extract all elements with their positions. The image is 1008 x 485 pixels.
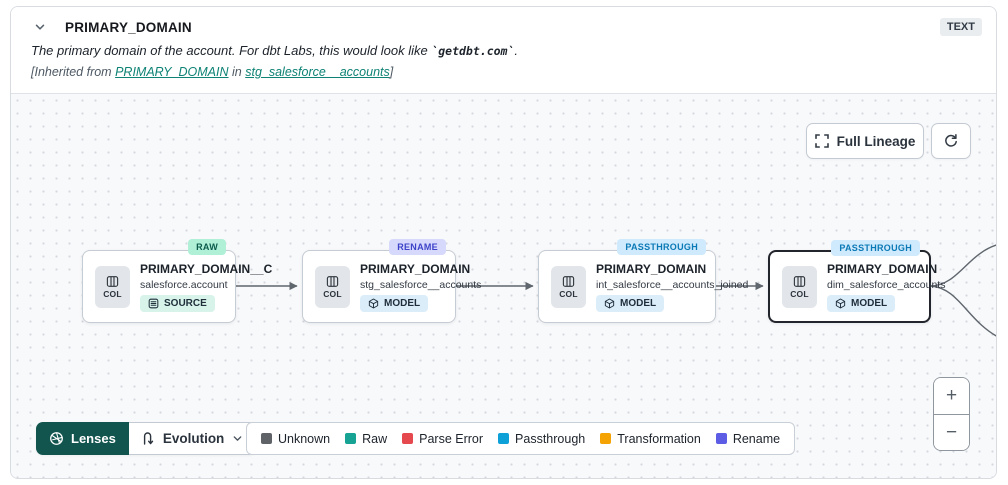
zoom-controls: + − xyxy=(933,377,970,451)
column-type-chip: COL xyxy=(95,265,130,308)
node-tag: RENAME xyxy=(389,239,446,255)
collapse-chevron-icon[interactable] xyxy=(31,18,49,36)
column-header: PRIMARY_DOMAIN TEXT The primary domain o… xyxy=(11,7,996,94)
columns-icon xyxy=(326,275,339,287)
node-title: PRIMARY_DOMAIN xyxy=(596,261,707,276)
lens-dropdown[interactable]: Evolution xyxy=(128,422,257,455)
legend-swatch xyxy=(600,433,612,444)
resource-type-badge: SOURCE xyxy=(140,294,215,312)
node-subtitle: stg_salesforce__accounts xyxy=(360,278,482,291)
legend-item-unknown: Unknown xyxy=(261,432,330,446)
refresh-button[interactable] xyxy=(931,123,971,159)
node-subtitle: dim_salesforce_accounts xyxy=(827,278,946,291)
resource-type-badge: MODEL xyxy=(827,294,896,312)
node-title: PRIMARY_DOMAIN xyxy=(827,261,938,276)
columns-icon xyxy=(793,275,806,287)
lenses-label: Lenses xyxy=(71,431,116,446)
columns-icon xyxy=(106,275,119,287)
chevron-down-icon xyxy=(233,436,242,441)
column-type-chip: COL xyxy=(315,265,350,308)
legend-item-raw: Raw xyxy=(345,432,387,446)
node-title: PRIMARY_DOMAIN xyxy=(360,261,471,276)
legend-swatch xyxy=(402,433,414,444)
column-lineage-panel: PRIMARY_DOMAIN TEXT The primary domain o… xyxy=(10,6,997,479)
column-description: The primary domain of the account. For d… xyxy=(31,43,519,58)
column-type-badge: TEXT xyxy=(939,18,982,36)
lineage-node-dim-salesforce-accounts[interactable]: PASSTHROUGH COL PRIMARY_DOMAIN dim_sales… xyxy=(768,240,945,323)
lenses-button[interactable]: Lenses xyxy=(36,422,129,455)
lineage-canvas[interactable]: Full Lineage RAW COL xyxy=(11,94,996,478)
node-tag: PASSTHROUGH xyxy=(617,239,706,255)
resource-type-badge: MODEL xyxy=(596,294,665,312)
legend-swatch xyxy=(345,433,357,444)
lineage-node-int-salesforce-accounts-joined[interactable]: PASSTHROUGH COL PRIMARY_DOMAIN int_sales… xyxy=(538,239,748,323)
resource-type-badge: MODEL xyxy=(360,294,429,312)
legend-item-rename: Rename xyxy=(715,432,780,446)
inherited-model-link[interactable]: stg_salesforce__accounts xyxy=(245,65,390,79)
model-icon xyxy=(835,298,846,308)
node-subtitle: salesforce.account xyxy=(140,278,228,291)
lens-aperture-icon xyxy=(50,432,63,445)
refresh-icon xyxy=(943,133,959,149)
zoom-in-button[interactable]: + xyxy=(934,378,969,415)
model-icon xyxy=(604,298,615,308)
legend-item-parse-error: Parse Error xyxy=(402,432,483,446)
full-lineage-label: Full Lineage xyxy=(836,133,916,149)
node-tag: RAW xyxy=(188,239,226,255)
zoom-out-button[interactable]: − xyxy=(934,414,969,450)
legend-swatch xyxy=(715,433,727,444)
selected-lens-label: Evolution xyxy=(162,431,225,446)
column-type-chip: COL xyxy=(782,265,817,308)
legend-item-transformation: Transformation xyxy=(600,432,701,446)
source-icon xyxy=(148,298,159,308)
node-title: PRIMARY_DOMAIN__C xyxy=(140,261,273,276)
column-type-chip: COL xyxy=(551,265,586,308)
inherited-column-link[interactable]: PRIMARY_DOMAIN xyxy=(115,65,229,79)
legend-swatch xyxy=(261,433,272,444)
column-title: PRIMARY_DOMAIN xyxy=(65,19,192,35)
lineage-node-salesforce-account[interactable]: RAW COL PRIMARY_DOMAIN__C salesforce.acc… xyxy=(82,239,272,323)
expand-icon xyxy=(814,134,829,148)
lenses-control: Lenses Evolution xyxy=(36,422,257,455)
legend-swatch xyxy=(498,433,510,444)
model-icon xyxy=(368,298,379,308)
node-tag: PASSTHROUGH xyxy=(831,240,920,256)
node-subtitle: int_salesforce__accounts_joined xyxy=(596,278,749,291)
evolution-legend: Unknown Raw Parse Error Passthrough Tran… xyxy=(246,422,796,455)
columns-icon xyxy=(562,275,575,287)
evolution-icon xyxy=(143,432,154,445)
full-lineage-button[interactable]: Full Lineage xyxy=(806,123,924,159)
lineage-node-stg-salesforce-accounts[interactable]: RENAME COL PRIMARY_DOMAIN stg_salesforce… xyxy=(302,239,481,323)
legend-item-passthrough: Passthrough xyxy=(498,432,585,446)
description-code: `getdbt.com` xyxy=(431,44,515,58)
inherited-from-line: [Inherited from PRIMARY_DOMAIN in stg_sa… xyxy=(31,65,394,79)
